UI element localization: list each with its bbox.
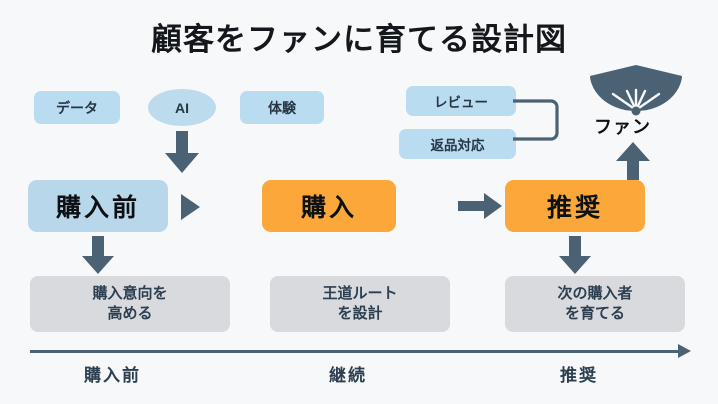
folding-fan-icon bbox=[589, 63, 683, 116]
stage-box-pre-purchase[interactable]: 購入前 bbox=[28, 180, 168, 232]
timeline-axis bbox=[30, 350, 680, 353]
fan-label: ファン bbox=[594, 117, 651, 137]
arrow-stage3-to-outcome3 bbox=[557, 236, 593, 274]
arrow-purchase-to-recommend bbox=[458, 193, 502, 219]
stage-box-recommend-label: 推奨 bbox=[546, 194, 603, 222]
input-pill-experience-label: 体験 bbox=[268, 99, 296, 116]
input-pill-data[interactable]: データ bbox=[34, 91, 120, 124]
outcome-box-3[interactable]: 次の購入者を育てる bbox=[505, 276, 685, 332]
stage-box-recommend[interactable]: 推奨 bbox=[505, 180, 645, 232]
arrow-stage3-to-fan bbox=[615, 142, 651, 180]
feedback-pill-review[interactable]: レビュー bbox=[406, 86, 516, 116]
feedback-pill-returns[interactable]: 返品対応 bbox=[399, 129, 516, 159]
outcome-box-1-text: 購入意向を高める bbox=[92, 284, 168, 322]
input-pill-ai[interactable]: AI bbox=[148, 89, 216, 126]
stage-box-pre-purchase-label: 購入前 bbox=[55, 194, 140, 222]
outcome-box-2-text: 王道ルートを設計 bbox=[322, 284, 398, 322]
outcome-box-3-text: 次の購入者を育てる bbox=[557, 284, 633, 322]
feedback-pill-review-label: レビュー bbox=[434, 95, 488, 110]
outcome-box-2[interactable]: 王道ルートを設計 bbox=[270, 276, 450, 332]
feedback-pill-returns-label: 返品対応 bbox=[430, 138, 485, 153]
feedback-bracket bbox=[513, 96, 565, 148]
stage-box-purchase[interactable]: 購入 bbox=[262, 180, 396, 232]
page-title: 顧客をファンに育てる設計図 bbox=[151, 22, 567, 57]
outcome-box-1[interactable]: 購入意向を高める bbox=[30, 276, 230, 332]
input-pill-experience[interactable]: 体験 bbox=[240, 91, 324, 124]
input-pill-ai-label: AI bbox=[175, 99, 189, 116]
input-pill-data-label: データ bbox=[56, 99, 98, 116]
timeline-label-continue: 継続 bbox=[329, 366, 367, 385]
arrow-ai-to-stage1 bbox=[163, 131, 201, 173]
timeline-arrowhead bbox=[678, 344, 691, 358]
stage-separator-triangle bbox=[181, 194, 200, 220]
timeline-label-recommend: 推奨 bbox=[560, 366, 598, 385]
timeline-label-pre-purchase: 購入前 bbox=[84, 366, 141, 385]
stage-box-purchase-label: 購入 bbox=[300, 194, 357, 222]
arrow-stage1-to-outcome1 bbox=[80, 236, 116, 274]
